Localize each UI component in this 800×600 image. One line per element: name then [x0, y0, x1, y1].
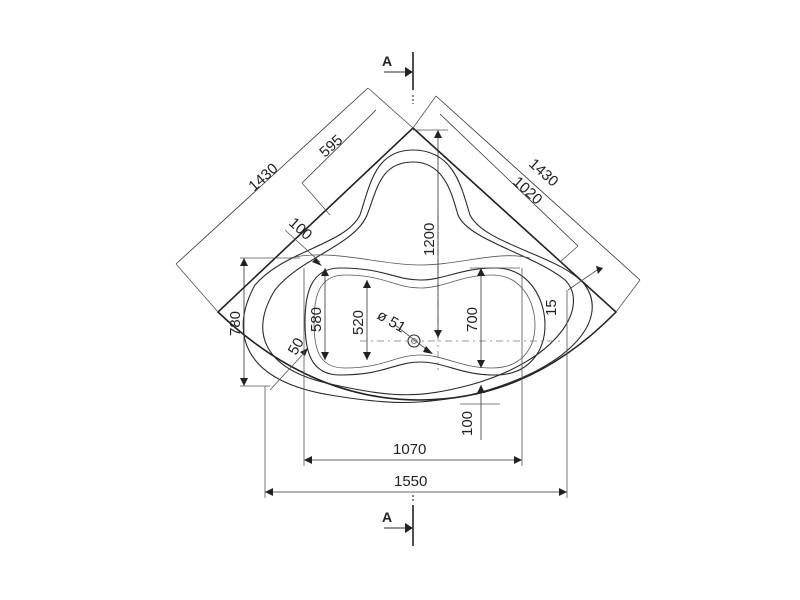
dim-1550: 1550 [394, 473, 427, 490]
section-label-top: A [382, 53, 392, 69]
section-marker-top: A [382, 52, 414, 104]
dim-780: 780 [227, 311, 244, 336]
section-label-bottom: A [382, 509, 392, 525]
section-marker-bottom: A [382, 495, 414, 546]
dim-50: 50 [285, 335, 308, 358]
dim-595: 595 [316, 132, 346, 161]
dim-700: 700 [464, 307, 481, 332]
dim-520: 520 [350, 310, 367, 335]
dim-15: 15 [543, 299, 560, 316]
drain-icon [407, 334, 421, 348]
dimension-lines [175, 87, 641, 498]
dim-1430-left: 1430 [245, 160, 281, 195]
dim-1070: 1070 [393, 441, 426, 458]
dim-100-bottom: 100 [459, 411, 476, 436]
tub-outline [216, 126, 618, 404]
dim-100-left: 100 [285, 214, 315, 243]
dim-drain: ø 51 [374, 307, 408, 337]
dim-1200: 1200 [421, 223, 438, 256]
dim-580: 580 [308, 307, 325, 332]
dimension-labels: 1430 595 100 1430 1020 1200 15 780 580 5… [227, 132, 562, 490]
